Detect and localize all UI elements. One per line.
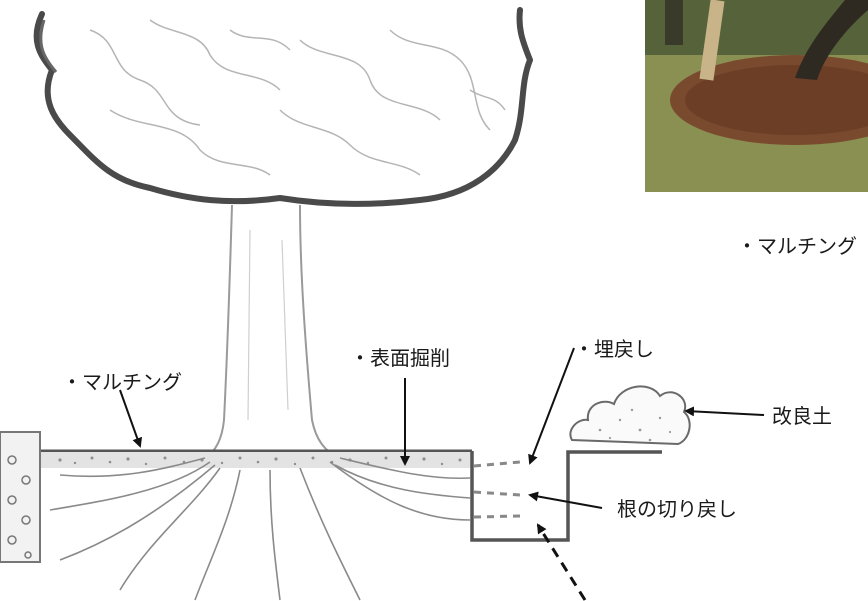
mulching-photo-caption: ・マルチング [737, 234, 857, 258]
mulching-photo [645, 0, 868, 192]
backfill-label: ・埋戻し [574, 337, 654, 361]
arrow-mulching [119, 389, 143, 448]
arrow-dashed-bottom [536, 523, 587, 601]
excavation-pit [470, 450, 662, 542]
roots [49, 457, 471, 601]
arrow-backfill [528, 347, 575, 465]
mulch-layer [40, 452, 472, 468]
improved-soil-pile [569, 385, 691, 446]
mulching-label: ・マルチング [62, 370, 182, 394]
canopy-outline [33, 7, 533, 207]
left-boundary-block [0, 431, 41, 563]
tree-trunk [204, 204, 341, 459]
canopy-inner-lines [89, 19, 506, 176]
arrow-root-cutback [528, 491, 603, 509]
surface-excavation-label: ・表面掘削 [350, 346, 450, 370]
cut-root-dashes [473, 460, 521, 519]
root-cutback-label: 根の切り戻し [617, 497, 737, 521]
arrow-improved-soil [684, 406, 765, 417]
improved-soil-label: 改良土 [772, 404, 832, 428]
